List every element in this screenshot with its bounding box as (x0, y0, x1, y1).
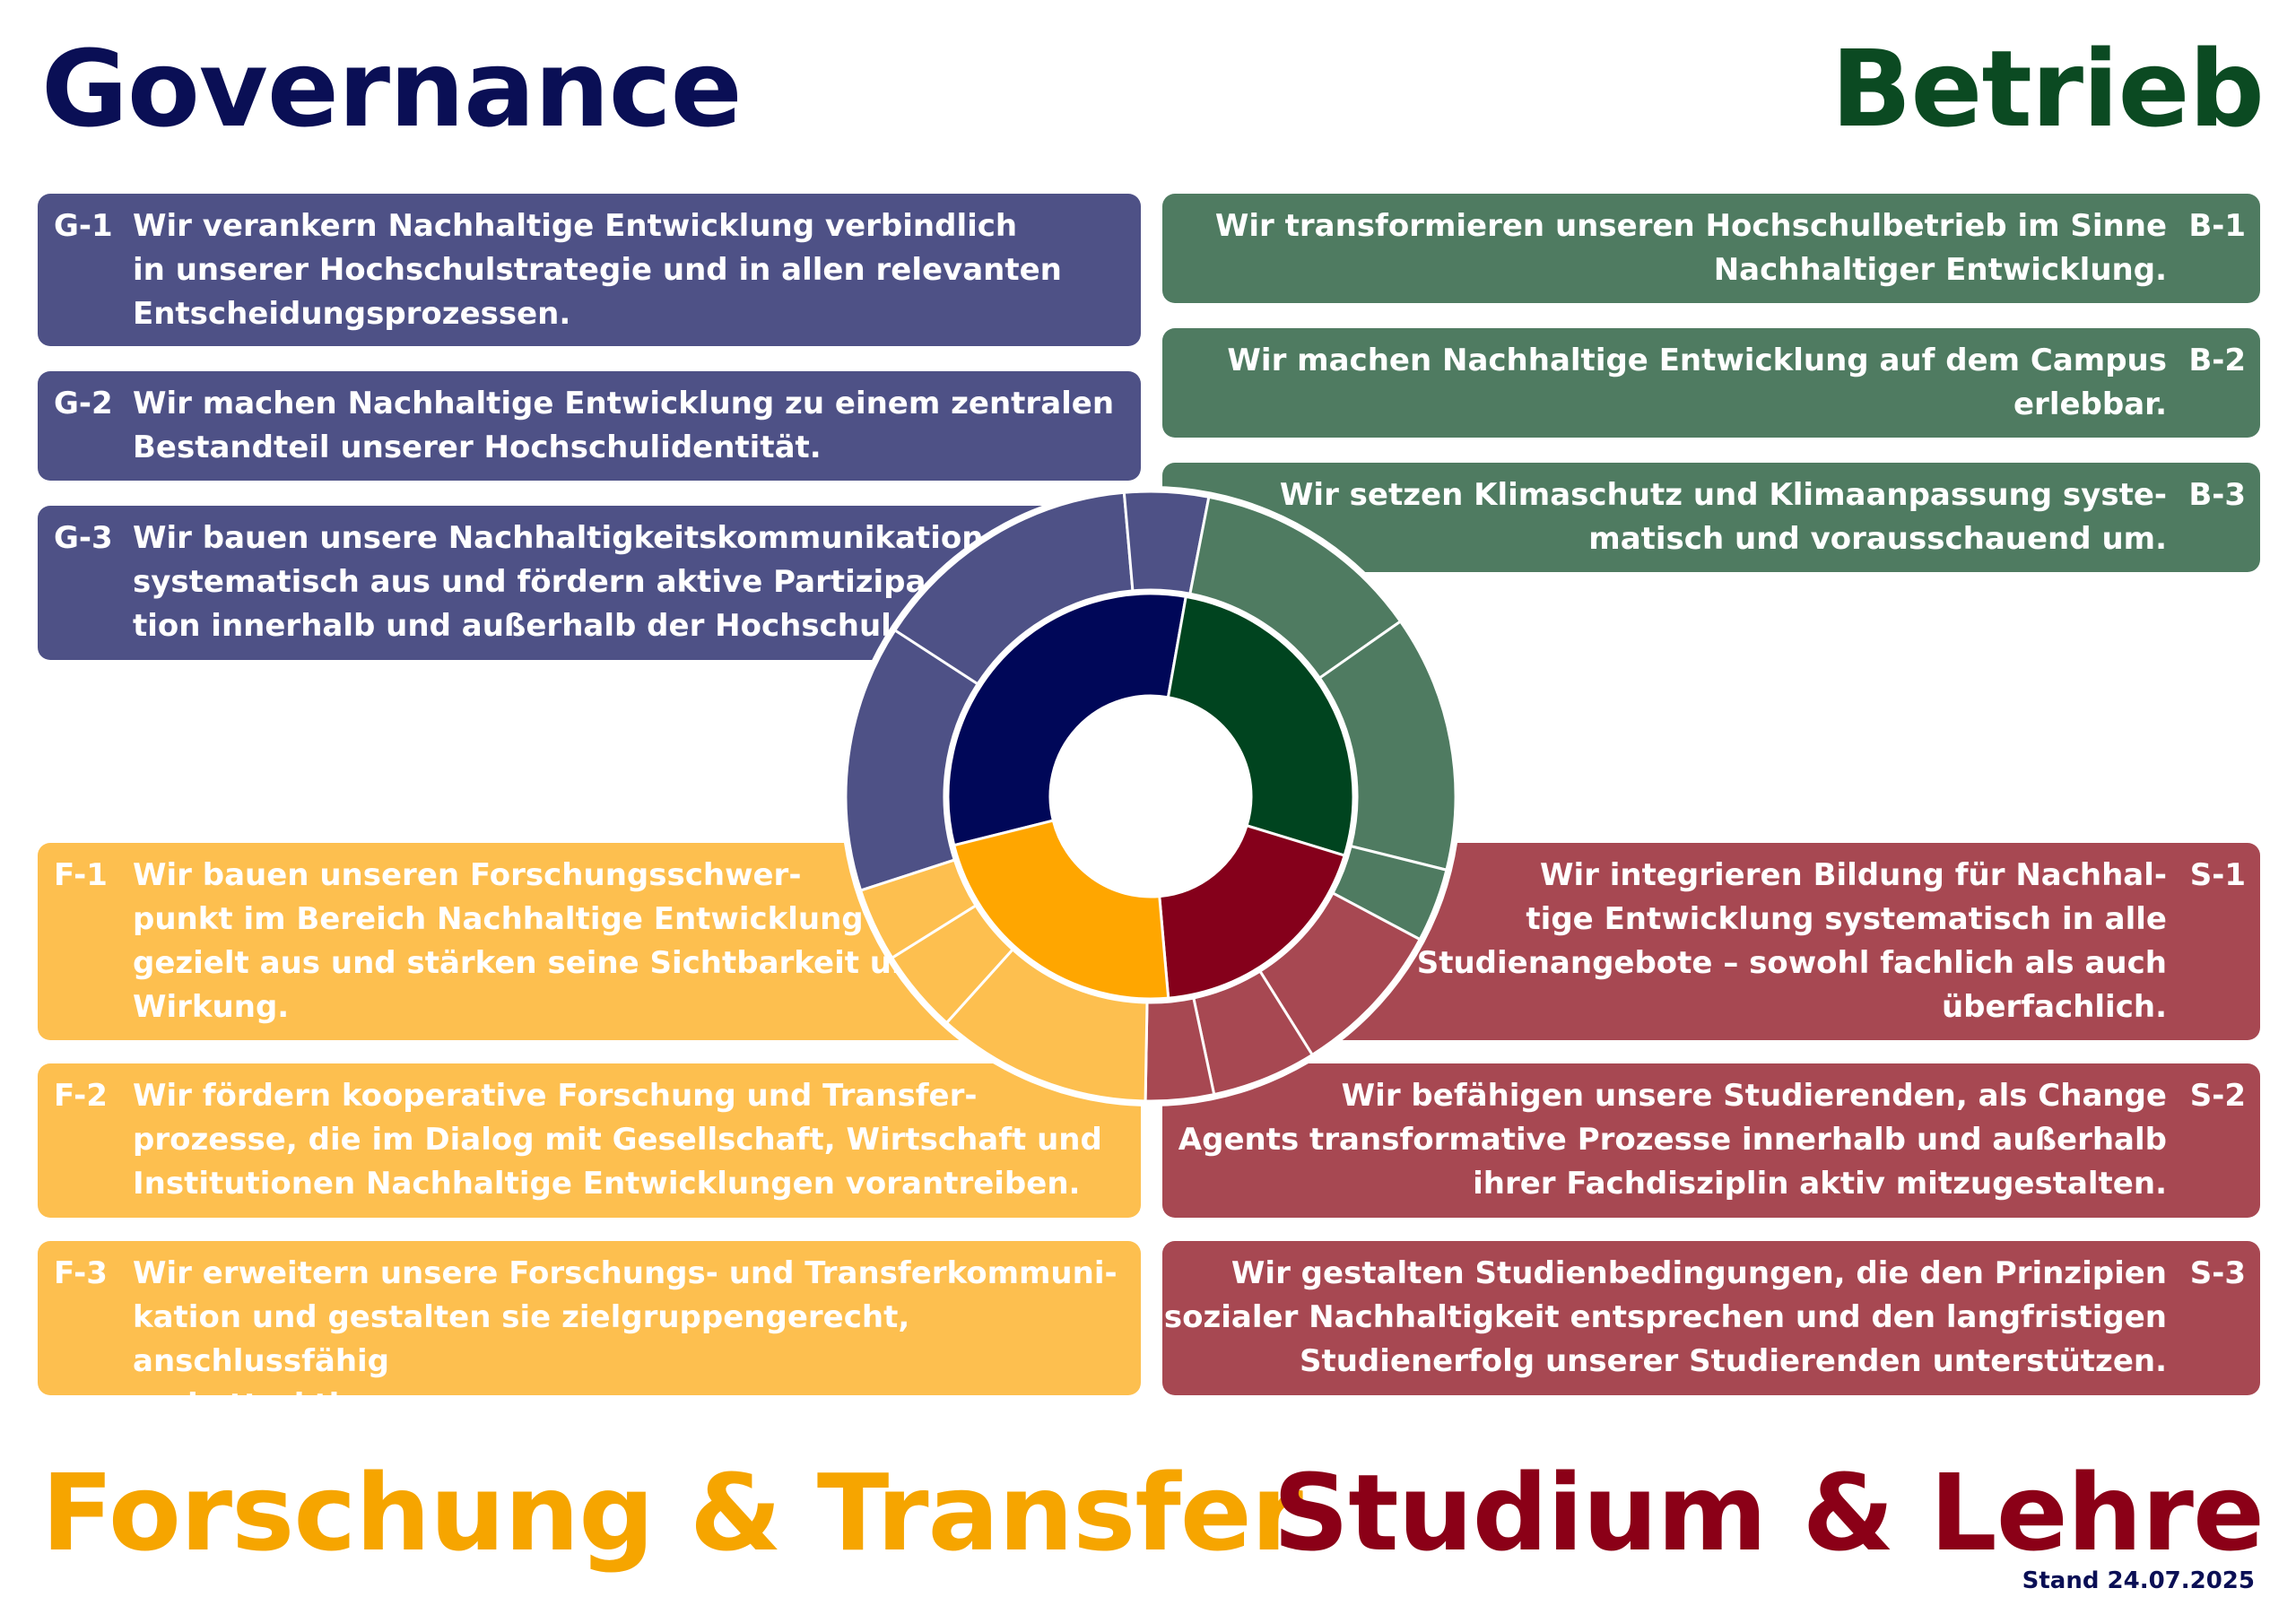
card-s2-code: S-2 (2189, 1078, 2246, 1114)
wheel-segments (844, 490, 1457, 1103)
card-s2: S-2 Wir befähigen unsere Studierenden, a… (1162, 1063, 2260, 1218)
forschung-title: Forschung & Transfer (41, 1451, 1303, 1575)
card-b1-code: B-1 (2188, 208, 2246, 244)
card-s3-code: S-3 (2189, 1255, 2246, 1291)
card-b2-code: B-2 (2188, 343, 2246, 378)
card-b3-code: B-3 (2188, 477, 2246, 513)
card-b3: B-3 Wir setzen Klimaschutz und Klimaanpa… (1162, 463, 2260, 572)
card-g2-text: Wir machen Nachhaltige Entwicklung zu ei… (133, 386, 1115, 465)
card-f3-text: Wir erweitern unsere Forschungs- und Tra… (133, 1255, 1118, 1423)
card-s2-text: Wir befähigen unsere Studierenden, als C… (1178, 1078, 2167, 1202)
card-f2: F-2 Wir fördern kooperative Forschung un… (38, 1063, 1141, 1218)
card-s3-text: Wir gestalten Studienbedingungen, die de… (1163, 1255, 2167, 1379)
card-b2-text: Wir machen Nachhaltige Entwicklung auf d… (1227, 343, 2167, 422)
card-s3: S-3 Wir gestalten Studienbedingungen, di… (1162, 1241, 2260, 1395)
card-b2: B-2 Wir machen Nachhaltige Entwicklung a… (1162, 328, 2260, 438)
card-g2-code: G-2 (54, 386, 113, 421)
stand-date: Stand 24.07.2025 (2022, 1567, 2255, 1594)
card-f1-code: F-1 (54, 857, 108, 893)
card-f3-code: F-3 (54, 1255, 108, 1291)
card-g2: G-2 Wir machen Nachhaltige Entwicklung z… (38, 371, 1141, 481)
card-g1: G-1 Wir verankern Nachhaltige Entwicklun… (38, 194, 1141, 346)
card-b3-text: Wir setzen Klimaschutz und Klimaanpassun… (1279, 477, 2167, 557)
card-s1-text: Wir integrieren Bildung für Nachhal- tig… (1416, 857, 2167, 1025)
card-f3: F-3 Wir erweitern unsere Forschungs- und… (38, 1241, 1141, 1423)
studium-title: Studium & Lehre (1273, 1451, 2265, 1575)
card-b1: B-1 Wir transformieren unseren Hochschul… (1162, 194, 2260, 303)
card-f2-text: Wir fördern kooperative Forschung und Tr… (133, 1078, 1102, 1202)
card-b1-text: Wir transformieren unseren Hochschulbetr… (1214, 208, 2167, 288)
betrieb-title: Betrieb (1831, 27, 2265, 151)
card-g1-text: Wir verankern Nachhaltige Entwicklung ve… (133, 208, 1062, 332)
outer-segment-forschung-3 (858, 858, 978, 960)
card-f2-code: F-2 (54, 1078, 108, 1114)
card-f1-text: Wir bauen unseren Forschungsschwer- punk… (133, 857, 935, 1025)
wheel-center (1050, 696, 1251, 897)
card-g1-code: G-1 (54, 208, 113, 244)
governance-title: Governance (41, 27, 743, 151)
card-s1-code: S-1 (2189, 857, 2246, 893)
card-g3-code: G-3 (54, 520, 113, 556)
